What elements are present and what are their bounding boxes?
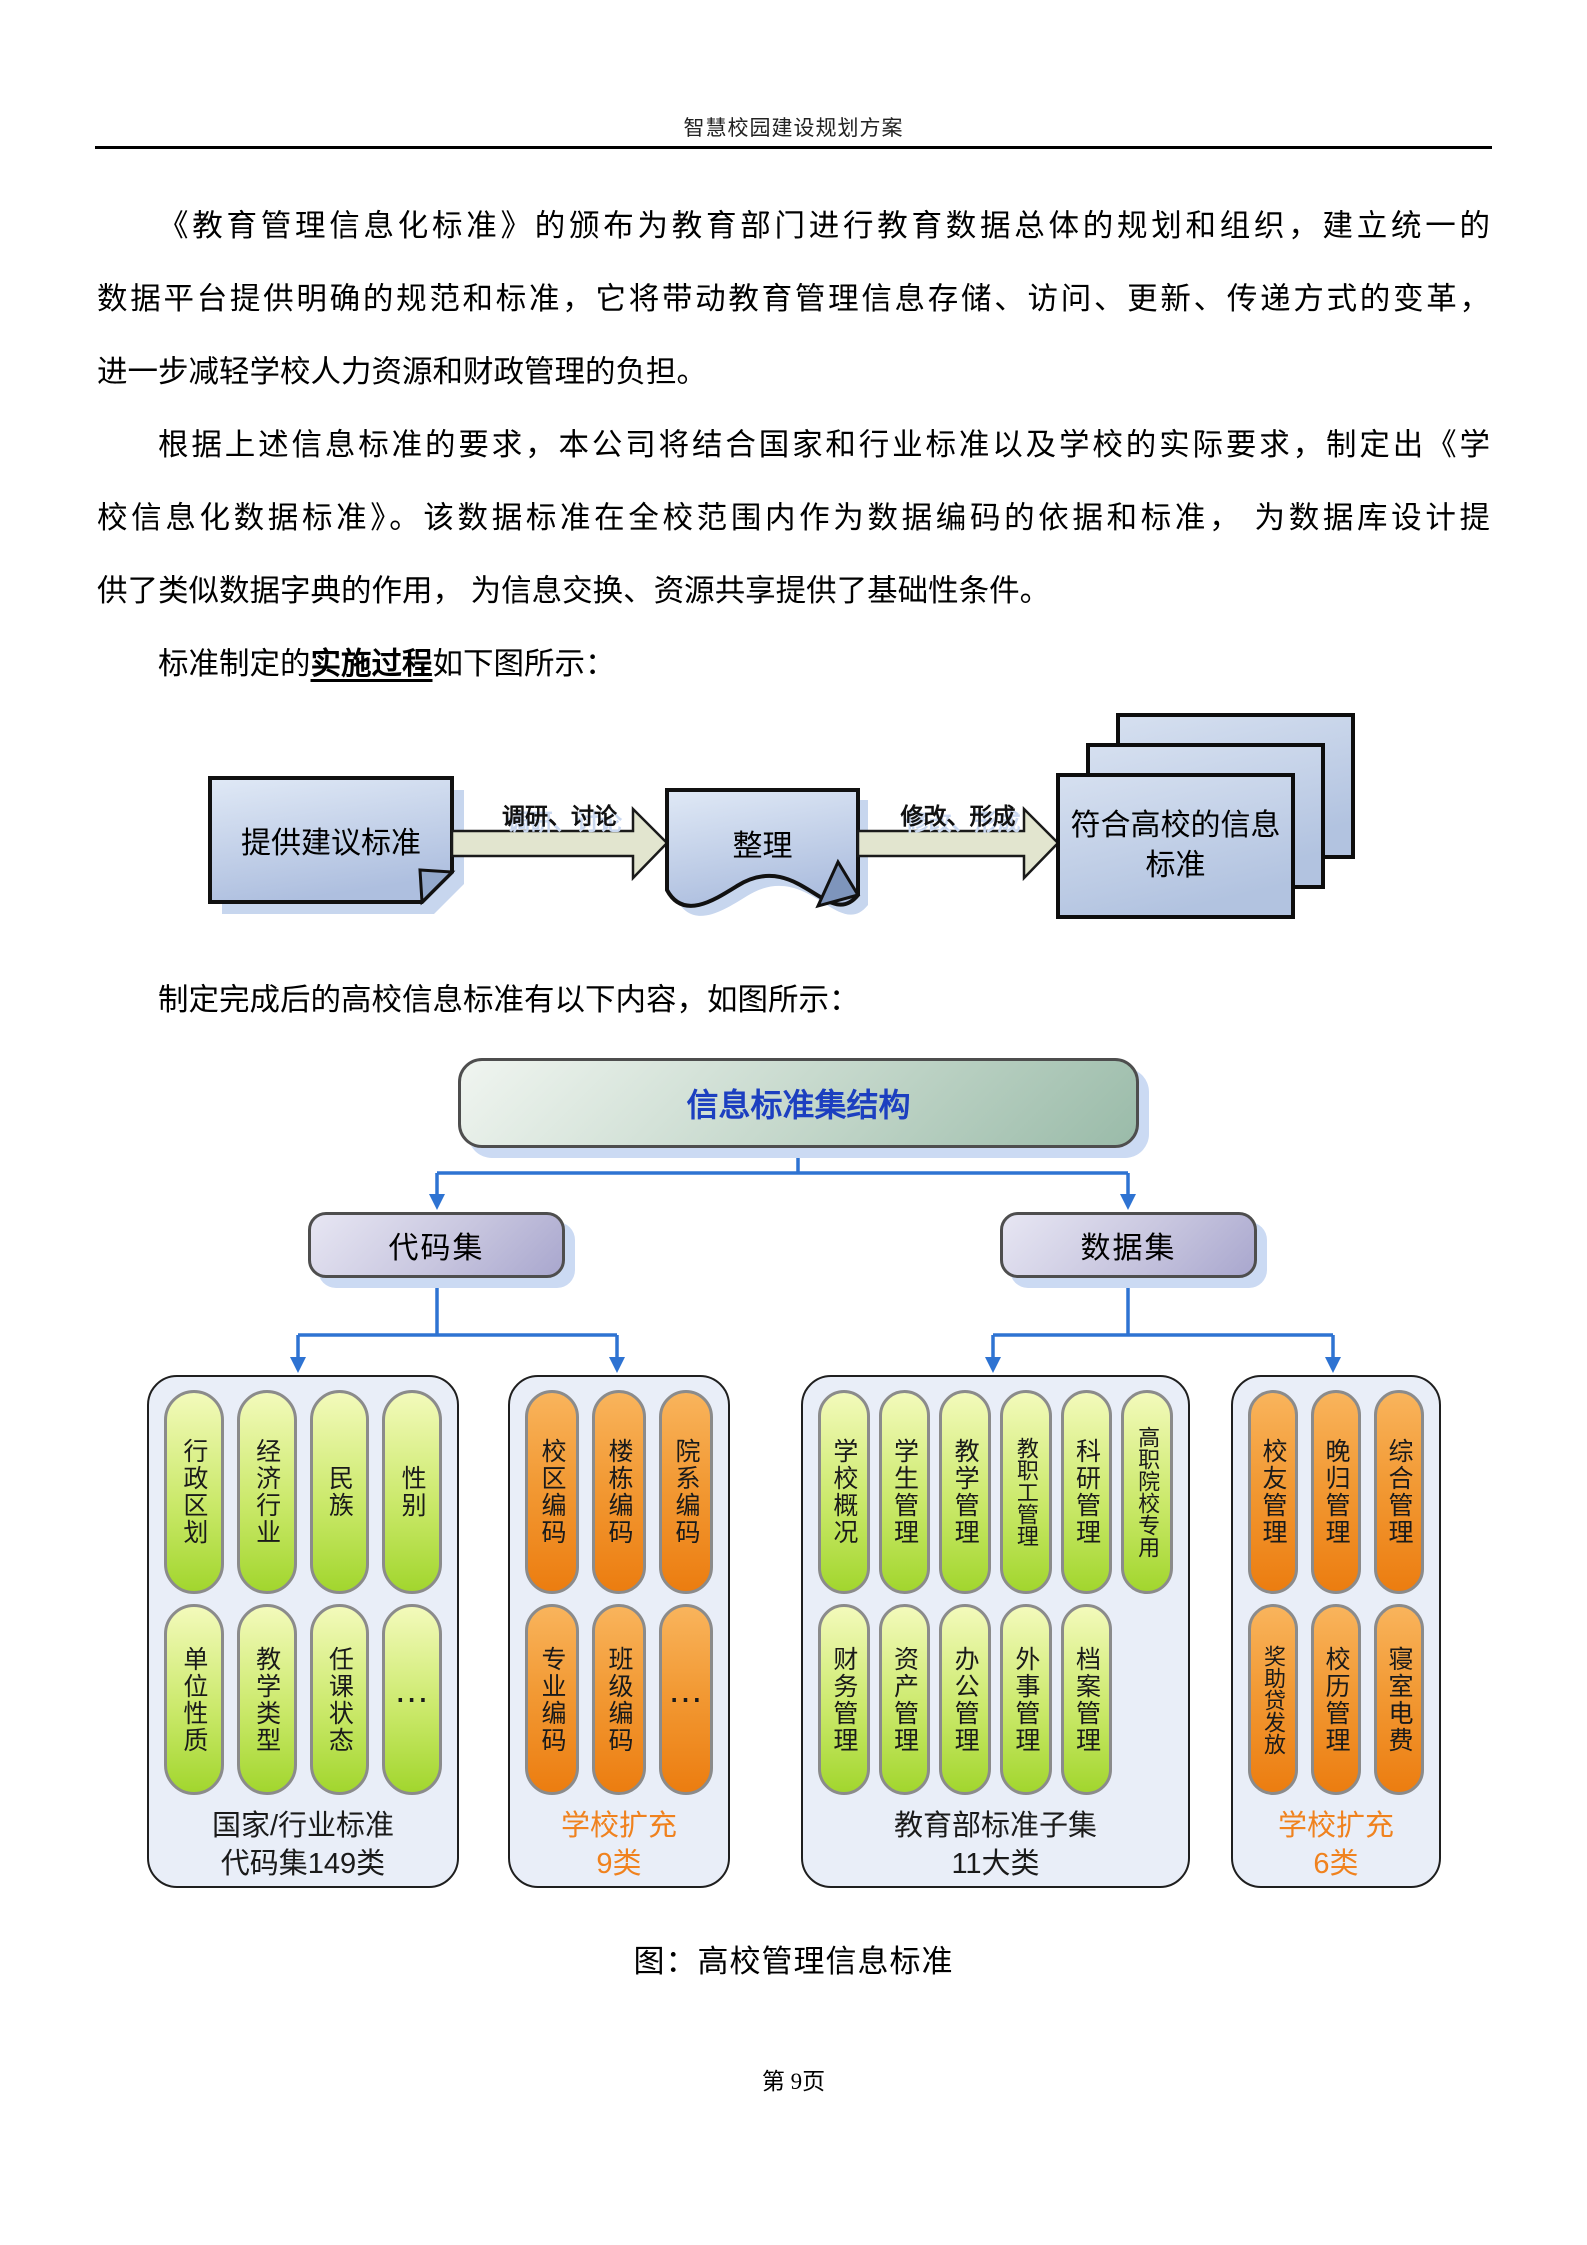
pill: 院系编码 [659,1390,713,1594]
paragraph-line: 数据平台提供明确的规范和标准，它将带动教育管理信息存储、访问、更新、传递方式的变… [97,282,1490,316]
pill: 资产管理 [878,1604,931,1795]
group-label-line: 学校扩充 [560,1810,677,1842]
pill: 校友管理 [1248,1390,1298,1594]
org-chart-connectors [290,1148,1341,1373]
paragraph-3: 标准制定的实施过程如下图所示： [97,628,1490,701]
ellipsis-pill: ⋯ [659,1604,713,1795]
p3-suffix: 如下图所示： [432,647,616,681]
org-node-data-set: 数据集 [1000,1212,1257,1278]
pill: 民族 [309,1390,370,1594]
group-school-extension-codes: 校区编码 楼栋编码 院系编码 专业编码 班级编码 ⋯ 学校扩充 9类 [508,1375,730,1888]
pill-grid: 学校概况 学生管理 教学管理 教职工管理 科研管理 高职院校专用 财务管理 资产… [818,1390,1173,1795]
process-flow-diagram [208,713,1355,919]
pill: 任课状态 [309,1604,370,1795]
pill: 校区编码 [525,1390,579,1594]
block-arrow-right-icon [856,805,1060,882]
pill: 办公管理 [939,1604,991,1795]
group-label: 教育部标准子集 11大类 [818,1807,1173,1883]
paragraph-line: 进一步减轻学校人力资源和财政管理的负担。 [97,355,707,389]
p3-prefix: 标准制定的 [158,647,311,681]
pill: 校历管理 [1311,1604,1361,1795]
step2-document [665,788,860,908]
pill: 专业编码 [525,1604,579,1795]
org-node-code-set: 代码集 [308,1212,565,1278]
pill: 档案管理 [1060,1604,1113,1795]
pill: 寝室电费 [1374,1604,1424,1795]
pill: 学生管理 [878,1390,931,1594]
ellipsis-pill: ⋯ [382,1604,442,1795]
pill: 教学管理 [939,1390,991,1594]
flow-step1-label: 提供建议标准 [241,827,421,860]
pill: 科研管理 [1060,1390,1113,1594]
step3-card-front [1056,773,1295,919]
group-label-line: 教育部标准子集 [893,1810,1097,1842]
paragraph-4: 制定完成后的高校信息标准有以下内容，如图所示： [158,983,860,1017]
pill: 性别 [382,1390,442,1594]
block-arrow-right-icon [450,805,669,882]
group-school-extension-datasets: 校友管理 晚归管理 综合管理 奖助贷发放 校历管理 寝室电费 学校扩充 6类 [1231,1375,1441,1888]
group-label-line: 代码集149类 [220,1848,386,1880]
pill: 奖助贷发放 [1248,1604,1298,1795]
pill: 综合管理 [1374,1390,1424,1594]
pill: 班级编码 [592,1604,646,1795]
pill: 教职工管理 [1000,1390,1052,1594]
flow-step2-label: 整理 [732,829,793,863]
arrowhead-down-icon [290,1194,1341,1373]
header-divider [95,146,1492,149]
pill-grid: 行政区划 经济行业 民族 性别 单位性质 教学类型 任课状态 ⋯ [164,1390,442,1795]
group-label-line: 国家/行业标准 [211,1810,395,1842]
pill: 财务管理 [818,1604,870,1795]
page-number: 第 9页 [761,2069,826,2094]
org-root-node: 信息标准集结构 [458,1058,1139,1148]
pill: 行政区划 [164,1390,224,1594]
paragraph-line: 校信息化数据标准》。该数据标准在全校范围内作为数据编码的依据和标准， 为数据库设… [97,501,1490,535]
pill: 晚归管理 [1311,1390,1361,1594]
p3-emphasis: 实施过程 [310,647,433,681]
pill-grid: 校区编码 楼栋编码 院系编码 专业编码 班级编码 ⋯ [525,1390,713,1795]
paragraph-2: 根据上述信息标准的要求，本公司将结合国家和行业标准以及学校的实际要求，制定出《学… [97,409,1490,628]
page-header-title: 智慧校园建设规划方案 [683,116,904,140]
pill: 楼栋编码 [592,1390,646,1594]
flow-step3-label: 符合高校的信息标准 [1070,809,1281,882]
pill: 外事管理 [1000,1604,1052,1795]
pill: 学校概况 [818,1390,870,1594]
group-label-line: 9类 [596,1848,642,1880]
paragraph-line: 根据上述信息标准的要求，本公司将结合国家和行业标准以及学校的实际要求，制定出《学 [158,428,1490,462]
pill: 经济行业 [236,1390,297,1594]
group-label: 国家/行业标准 代码集149类 [164,1807,442,1883]
group-moe-standard-subset: 学校概况 学生管理 教学管理 教职工管理 科研管理 高职院校专用 财务管理 资产… [801,1375,1190,1888]
pill: 单位性质 [164,1604,224,1795]
group-national-standard-codes: 行政区划 经济行业 民族 性别 单位性质 教学类型 任课状态 ⋯ 国家/行业标准… [147,1375,459,1888]
step2-fold-corner [815,858,861,909]
flow-arrow2-label: 修改、形成 [900,803,1016,829]
paragraph-line: 《教育管理信息化标准》的颁布为教育部门进行教育数据总体的规划和组织，建立统一的 [158,209,1490,243]
group-label-line: 学校扩充 [1277,1810,1394,1842]
flow-arrow1-label: 调研、讨论 [502,803,617,829]
group-label: 学校扩充 9类 [525,1807,713,1883]
figure-caption: 图：高校管理信息标准 [633,1944,954,1979]
pill: 高职院校专用 [1121,1390,1173,1594]
group-label-line: 11大类 [951,1848,1040,1880]
paragraph-line: 供了类似数据字典的作用， 为信息交换、资源共享提供了基础性条件。 [97,574,1051,608]
pill-grid: 校友管理 晚归管理 综合管理 奖助贷发放 校历管理 寝室电费 [1248,1390,1424,1795]
paragraph-1: 《教育管理信息化标准》的颁布为教育部门进行教育数据总体的规划和组织，建立统一的 … [97,190,1490,409]
pill: 教学类型 [236,1604,297,1795]
group-label: 学校扩充 6类 [1248,1807,1424,1883]
step1-fold-corner [418,868,456,906]
group-label-line: 6类 [1313,1848,1359,1880]
